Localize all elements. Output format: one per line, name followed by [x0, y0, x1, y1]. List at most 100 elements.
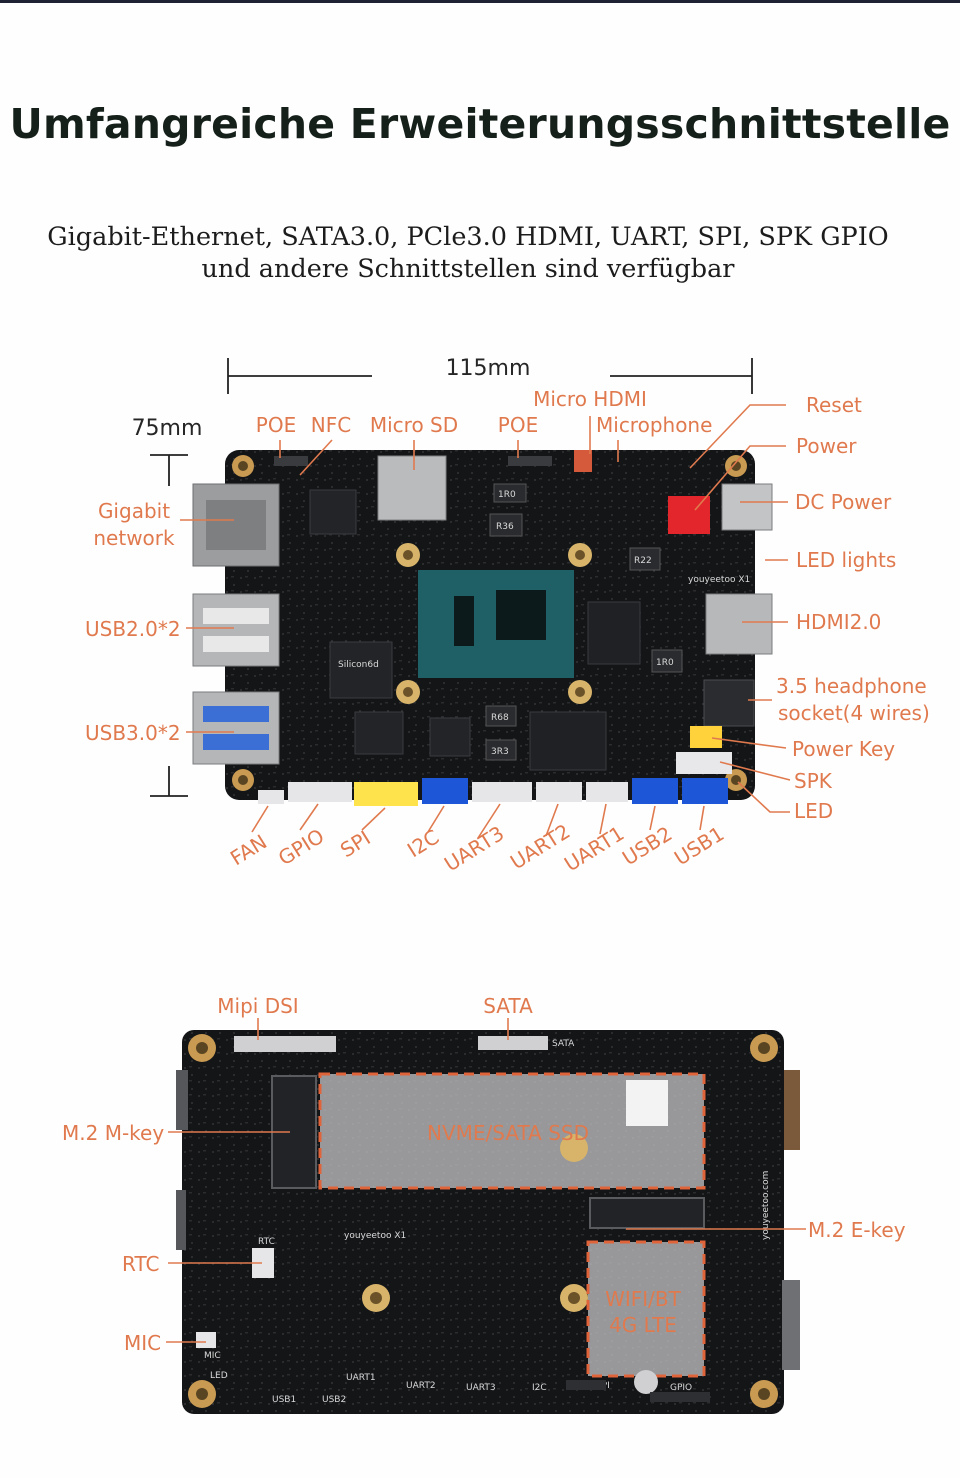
- website-silk: youyeetoo.com: [761, 1171, 771, 1240]
- inductor-1r0a-mark: 1R0: [498, 490, 516, 500]
- sata-connector: [478, 1036, 548, 1050]
- back-brand-mark: youyeetoo X1: [344, 1231, 406, 1241]
- label-led: LED: [794, 799, 833, 823]
- usb2-port-slot-1: [203, 608, 269, 624]
- label-headphone-line1: 3.5 headphone: [776, 674, 927, 698]
- label-wifi-line1: WIFI/BT: [605, 1287, 682, 1311]
- back-leader-lines: [166, 1018, 806, 1343]
- label-micro-sd: Micro SD: [370, 413, 458, 437]
- label-usb1: USB1: [670, 821, 728, 870]
- label-usb20: USB2.0*2: [85, 617, 181, 641]
- poe-header-right: [508, 456, 552, 466]
- uart2-silk: UART2: [406, 1381, 436, 1391]
- label-hdmi20: HDMI2.0: [796, 610, 881, 634]
- front-board: Silicon6d 1R0 R36 R22 1R0 R68 3R3 youyee…: [192, 450, 773, 806]
- label-spi: SPI: [336, 826, 375, 863]
- usb2-header: [632, 778, 678, 804]
- chip-a: [354, 711, 404, 755]
- hdmi-port: [705, 593, 773, 655]
- uart3-header: [472, 782, 532, 802]
- label-wifi-line2: 4G LTE: [609, 1313, 677, 1337]
- gpio-header-back: [650, 1392, 710, 1402]
- usb3-port: [192, 691, 280, 765]
- memory-chip: [529, 711, 607, 771]
- side-connector-4: [782, 1280, 800, 1370]
- inductor-r22-mark: R22: [634, 556, 652, 566]
- label-power-key: Power Key: [792, 737, 895, 761]
- width-dimension: 115mm: [227, 356, 753, 394]
- label-mic: MIC: [124, 1331, 161, 1355]
- inductor-r68-mark: R68: [491, 713, 509, 723]
- inductor-r36-mark: R36: [496, 522, 514, 532]
- label-sata: SATA: [483, 994, 533, 1018]
- label-fan: FAN: [226, 830, 271, 871]
- label-m2-mkey: M.2 M-key: [62, 1121, 164, 1145]
- label-m2-ekey: M.2 E-key: [808, 1218, 906, 1242]
- label-uart2: UART2: [506, 819, 574, 874]
- label-nfc: NFC: [311, 413, 351, 437]
- page-subtitle: Gigabit-Ethernet, SATA3.0, PCle3.0 HDMI,…: [0, 221, 936, 285]
- chip-b: [587, 601, 641, 665]
- front-leader-lines: [180, 404, 791, 839]
- inductor-r22: [629, 547, 661, 571]
- spi-header-back: [566, 1380, 606, 1390]
- i2c-header: [422, 778, 468, 804]
- side-connector-2: [176, 1190, 186, 1250]
- usb3-port-slot-1: [203, 706, 269, 722]
- label-microphone: Microphone: [596, 413, 712, 437]
- mounting-holes: [232, 455, 747, 791]
- power-key-header: [690, 726, 722, 748]
- inductor-1r0b: [651, 649, 683, 673]
- label-rtc: RTC: [122, 1252, 159, 1276]
- ssd-mount-hole: [560, 1134, 588, 1162]
- inductor-3r3-mark: 3R3: [491, 747, 509, 757]
- chip-c: [429, 717, 471, 757]
- height-dimension-label: 75mm: [132, 416, 203, 441]
- headphone-jack: [703, 679, 755, 727]
- spi-header: [354, 782, 418, 806]
- label-gigabit-line1: Gigabit: [98, 499, 170, 523]
- back-mounting-holes: [188, 1034, 778, 1408]
- mic-silk: MIC: [204, 1351, 221, 1361]
- label-gigabit-line2: network: [93, 526, 175, 550]
- label-poe-right: POE: [498, 413, 538, 437]
- usb2-silk: USB2: [322, 1395, 346, 1405]
- label-micro-hdmi: Micro HDMI: [533, 387, 647, 411]
- sata-silk: SATA: [552, 1039, 575, 1049]
- i2c-silk: I2C: [532, 1383, 547, 1393]
- back-labels: Mipi DSI SATA M.2 M-key NVME/SATA SSD M.…: [62, 994, 906, 1355]
- ethernet-port-inner: [206, 500, 266, 550]
- label-poe-left: POE: [256, 413, 296, 437]
- height-dimension: 75mm: [132, 416, 203, 797]
- rtc-connector: [252, 1248, 274, 1278]
- subtitle-line-2: und andere Schnittstellen sind verfügbar: [201, 254, 735, 284]
- label-dc-power: DC Power: [795, 490, 892, 514]
- spk-header: [676, 752, 732, 774]
- label-uart3: UART3: [440, 821, 508, 876]
- micro-sd-slot: [377, 455, 447, 521]
- ethernet-controller: [309, 489, 357, 535]
- inductor-1r0a: [493, 483, 527, 503]
- uart3-silk: UART3: [466, 1383, 496, 1393]
- label-i2c: I2C: [403, 825, 443, 863]
- label-spk: SPK: [794, 769, 833, 793]
- micro-hdmi-port: [574, 450, 592, 472]
- gpio-silk: GPIO: [670, 1383, 692, 1393]
- dc-power-jack: [721, 483, 773, 531]
- power-header: [668, 496, 710, 534]
- label-usb2: USB2: [618, 821, 676, 870]
- label-gpio: GPIO: [274, 824, 328, 870]
- inductor-1r0b-mark: 1R0: [656, 658, 674, 668]
- poe-header-left: [274, 456, 308, 466]
- uart1-silk: UART1: [346, 1373, 376, 1383]
- chip-silicon-mark: Silicon6d: [338, 660, 379, 670]
- label-led-lights: LED lights: [796, 548, 896, 572]
- label-nvme: NVME/SATA SSD: [427, 1121, 589, 1145]
- subtitle-line-1: Gigabit-Ethernet, SATA3.0, PCle3.0 HDMI,…: [47, 222, 889, 252]
- side-connector-3: [784, 1070, 800, 1150]
- width-dimension-label: 115mm: [446, 356, 531, 381]
- rtc-silk: RTC: [258, 1237, 275, 1247]
- label-reset: Reset: [806, 393, 862, 417]
- uart2-header: [536, 782, 582, 802]
